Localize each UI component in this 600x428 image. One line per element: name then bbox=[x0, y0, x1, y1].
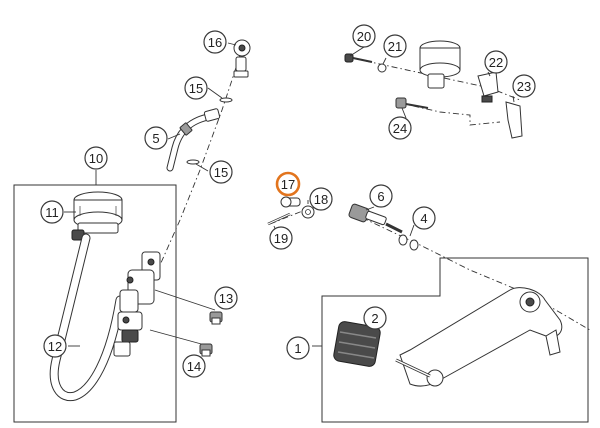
callout-12: 12 bbox=[43, 334, 67, 358]
callout-circle bbox=[512, 74, 536, 98]
callout-label: 15 bbox=[189, 81, 203, 96]
callout-label: 2 bbox=[371, 311, 378, 326]
callout-2: 2 bbox=[363, 306, 387, 330]
callout-18: 18 bbox=[309, 187, 333, 211]
part-reservoir-hose-loop bbox=[49, 233, 125, 402]
callout-circle bbox=[484, 50, 508, 74]
part-rear-reservoir bbox=[419, 40, 461, 89]
callout-label: 12 bbox=[48, 339, 62, 354]
callout-21: 21 bbox=[383, 34, 407, 58]
part-pin bbox=[280, 196, 301, 208]
callout-label: 14 bbox=[187, 359, 201, 374]
part-screw-24 bbox=[395, 97, 429, 109]
part-bracket-22 bbox=[477, 71, 499, 103]
callout-6: 6 bbox=[369, 184, 393, 208]
callout-24: 24 bbox=[388, 116, 412, 140]
callout-circle bbox=[209, 160, 233, 184]
callout-label: 22 bbox=[489, 55, 503, 70]
callout-circle bbox=[363, 306, 387, 330]
axis-line-rear-reservoir bbox=[351, 57, 521, 101]
part-master-cylinder bbox=[113, 251, 161, 357]
part-washer-upper bbox=[219, 97, 233, 103]
callout-label: 4 bbox=[420, 211, 427, 226]
callout-circle bbox=[412, 206, 436, 230]
callout-label: 13 bbox=[219, 291, 233, 306]
part-screw-20 bbox=[344, 53, 373, 63]
part-brake-pedal bbox=[395, 287, 563, 387]
callout-circle bbox=[84, 146, 108, 170]
callout-16: 16 bbox=[203, 30, 227, 54]
part-washer-lower bbox=[186, 159, 200, 165]
callout-circle bbox=[269, 226, 293, 250]
callout-label: 10 bbox=[89, 151, 103, 166]
callout-circle bbox=[43, 334, 67, 358]
axis-line-pin-17 bbox=[269, 205, 321, 225]
callout-circle bbox=[203, 30, 227, 54]
callout-circle bbox=[286, 336, 310, 360]
callout-circle bbox=[309, 187, 333, 211]
callout-circle bbox=[182, 354, 206, 378]
part-bolt-upper bbox=[154, 289, 223, 325]
callout-circle bbox=[352, 24, 376, 48]
callout-15b: 15 bbox=[209, 160, 233, 184]
callout-circle bbox=[369, 184, 393, 208]
part-front-reservoir bbox=[71, 191, 123, 241]
callout-11: 11 bbox=[40, 200, 64, 224]
callout-5: 5 bbox=[144, 126, 168, 150]
callout-label: 6 bbox=[377, 189, 384, 204]
callout-4: 4 bbox=[412, 206, 436, 230]
callout-label: 23 bbox=[517, 79, 531, 94]
callout-circle bbox=[383, 34, 407, 58]
callout-label: 19 bbox=[274, 231, 288, 246]
callout-label: 16 bbox=[208, 35, 222, 50]
callout-19: 19 bbox=[269, 226, 293, 250]
callout-label: 20 bbox=[357, 29, 371, 44]
callout-circle bbox=[388, 116, 412, 140]
callout-22: 22 bbox=[484, 50, 508, 74]
part-bolt-lower bbox=[149, 329, 213, 357]
frame-pedal-group bbox=[321, 257, 589, 423]
callout-15a: 15 bbox=[184, 76, 208, 100]
part-nuts bbox=[398, 234, 419, 251]
part-pedal-rubber bbox=[333, 321, 381, 367]
callout-label: 15 bbox=[214, 165, 228, 180]
callout-label: 21 bbox=[388, 39, 402, 54]
part-clip-23 bbox=[505, 101, 523, 139]
part-cotter-pin bbox=[267, 212, 291, 226]
callout-circle bbox=[144, 126, 168, 150]
part-reservoir-hose bbox=[166, 108, 221, 172]
callout-circle bbox=[40, 200, 64, 224]
callout-14: 14 bbox=[182, 354, 206, 378]
callout-circle bbox=[275, 171, 301, 197]
callout-circle bbox=[184, 76, 208, 100]
callout-label: 17 bbox=[281, 177, 295, 192]
frame-reservoir-group bbox=[13, 184, 177, 423]
callout-1: 1 bbox=[286, 336, 310, 360]
callout-label: 1 bbox=[294, 341, 301, 356]
callout-label: 11 bbox=[45, 205, 59, 220]
part-washer-21 bbox=[377, 63, 387, 73]
axis-line-screw-24 bbox=[399, 102, 501, 126]
callout-label: 5 bbox=[152, 131, 159, 146]
part-banjo-fitting bbox=[233, 39, 251, 78]
callout-20: 20 bbox=[352, 24, 376, 48]
callout-circle bbox=[214, 286, 238, 310]
callout-label: 18 bbox=[314, 192, 328, 207]
callout-13: 13 bbox=[214, 286, 238, 310]
part-pushrod bbox=[348, 203, 403, 234]
callout-10: 10 bbox=[84, 146, 108, 170]
callout-23: 23 bbox=[512, 74, 536, 98]
callout-label: 24 bbox=[393, 121, 407, 136]
part-washer-18 bbox=[301, 205, 315, 219]
callout-17: 17 bbox=[275, 171, 301, 197]
